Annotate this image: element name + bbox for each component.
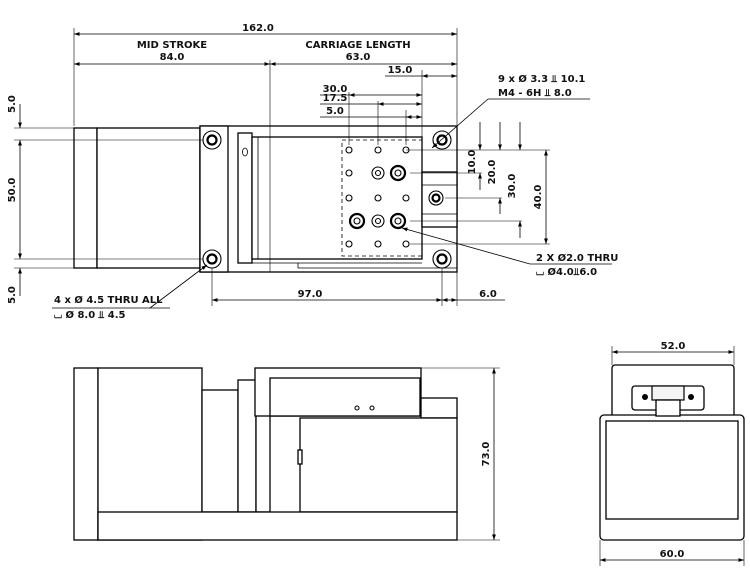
dim-carriage-length-label: CARRIAGE LENGTH — [305, 40, 410, 51]
mount-hole — [432, 249, 452, 269]
motor-rear-cap-side — [73, 367, 99, 541]
dim-left-5-top: 5.0 — [7, 95, 18, 113]
tapped-hole-grid — [345, 146, 410, 248]
dim-5: 5.0 — [326, 106, 344, 117]
motor-rear-cap — [73, 127, 98, 269]
dim-v40: 40.0 — [533, 185, 544, 210]
coupling-housing — [201, 389, 239, 513]
dim-15: 15.0 — [388, 65, 413, 76]
mounting-flange — [199, 125, 229, 273]
end-screw — [642, 394, 648, 400]
dim-mid-stroke-value: 84.0 — [160, 52, 185, 63]
dim-height: 73.0 — [481, 442, 492, 467]
dim-30: 30.0 — [323, 84, 348, 95]
dim-left-5-bottom: 5.0 — [7, 286, 18, 304]
dim-v30: 30.0 — [507, 174, 518, 199]
note-dowel-2: ⌴ Ø4.0⫫6.0 — [536, 266, 597, 278]
side-view: 73.0 — [73, 367, 500, 541]
dim-17-5: 17.5 — [323, 93, 348, 104]
motor-body-side — [97, 367, 203, 541]
dim-left-50: 50.0 — [7, 178, 18, 203]
dim-v10: 10.0 — [467, 150, 478, 175]
rail-side — [420, 397, 458, 419]
note-tapped-holes-1: 9 x Ø 3.3 ⫫ 10.1 — [498, 73, 585, 85]
motor-body — [96, 127, 201, 269]
dim-overall-length: 162.0 — [242, 23, 274, 34]
dim-mid-stroke-label: MID STROKE — [137, 40, 207, 51]
base-plate-side — [97, 511, 458, 541]
mount-hole — [202, 130, 222, 150]
end-screw — [688, 394, 694, 400]
end-block — [237, 379, 257, 513]
note-dowel-1: 2 X Ø2.0 THRU — [536, 252, 618, 264]
base-side — [299, 417, 458, 513]
carriage-plate — [251, 136, 423, 260]
dim-97: 97.0 — [298, 289, 323, 300]
end-view: 52.0 60.0 — [599, 341, 745, 566]
mount-hole — [202, 249, 222, 269]
carriage-slot — [242, 147, 248, 157]
note-tapped-holes-2: M4 - 6H ⫫ 8.0 — [498, 88, 572, 99]
dim-6: 6.0 — [479, 289, 497, 300]
top-view: 162.0 MID STROKE 84.0 CARRIAGE LENGTH 63… — [7, 23, 618, 321]
dim-top-width: 52.0 — [661, 341, 686, 352]
dim-bottom-width: 60.0 — [660, 549, 685, 560]
dim-v20: 20.0 — [487, 160, 498, 185]
dim-carriage-length-value: 63.0 — [346, 52, 371, 63]
note-mount-2: ⌴ Ø 8.0 ⫫ 4.5 — [54, 309, 126, 321]
carriage-end-plate — [237, 132, 253, 264]
note-mount-1: 4 x Ø 4.5 THRU ALL — [54, 294, 163, 306]
